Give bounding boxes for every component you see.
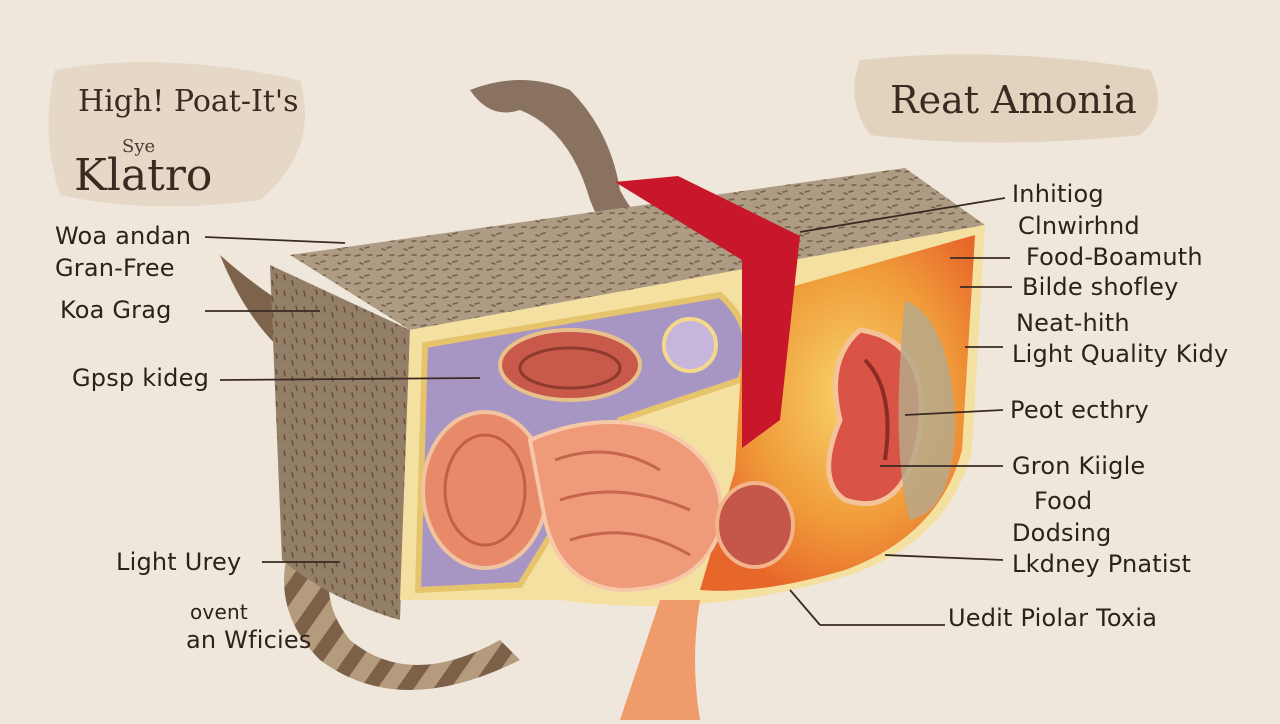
cat-tail-striped — [284, 520, 520, 690]
title-blotches — [48, 54, 1158, 207]
left-label: Gpsp kideg — [72, 364, 209, 392]
intestines — [421, 317, 795, 720]
right-label: Inhitiog — [1012, 180, 1104, 208]
top-left-title: High! Poat-It's — [78, 84, 299, 119]
top-right-title: Reat Amonia — [890, 78, 1137, 122]
box-left-face — [270, 265, 410, 620]
leader-lines — [204, 197, 1012, 626]
right-label: Gron Kiigle — [1012, 452, 1146, 480]
left-label: Koa Grag — [60, 296, 172, 324]
right-label: Clnwirhnd — [1018, 212, 1140, 240]
right-label: Peot ecthry — [1010, 396, 1149, 424]
box-top-face — [290, 168, 985, 330]
top-left-subtitle-small: Sye — [122, 136, 156, 157]
top-left-subtitle-large: Klatro — [74, 150, 213, 201]
right-label: Lkdney Pnatist — [1012, 550, 1192, 578]
right-label: Neat-hith — [1016, 309, 1130, 337]
left-label: Light Urey — [116, 548, 242, 576]
right-label: Food-Boamuth — [1026, 243, 1203, 271]
right-label: Uedit Piolar Toxia — [948, 604, 1158, 632]
left-label: Gran-Free — [55, 254, 175, 282]
left-label: ovent — [190, 600, 248, 624]
kidney — [826, 300, 955, 520]
red-band — [615, 176, 800, 448]
left-label: Woa andan — [55, 222, 192, 250]
right-label: Light Quality Kidy — [1012, 340, 1229, 368]
left-label: an Wficies — [186, 626, 312, 654]
right-label: Dodsing — [1012, 519, 1112, 547]
right-label: Food — [1034, 487, 1093, 515]
right-label: Bilde shofley — [1022, 273, 1179, 301]
